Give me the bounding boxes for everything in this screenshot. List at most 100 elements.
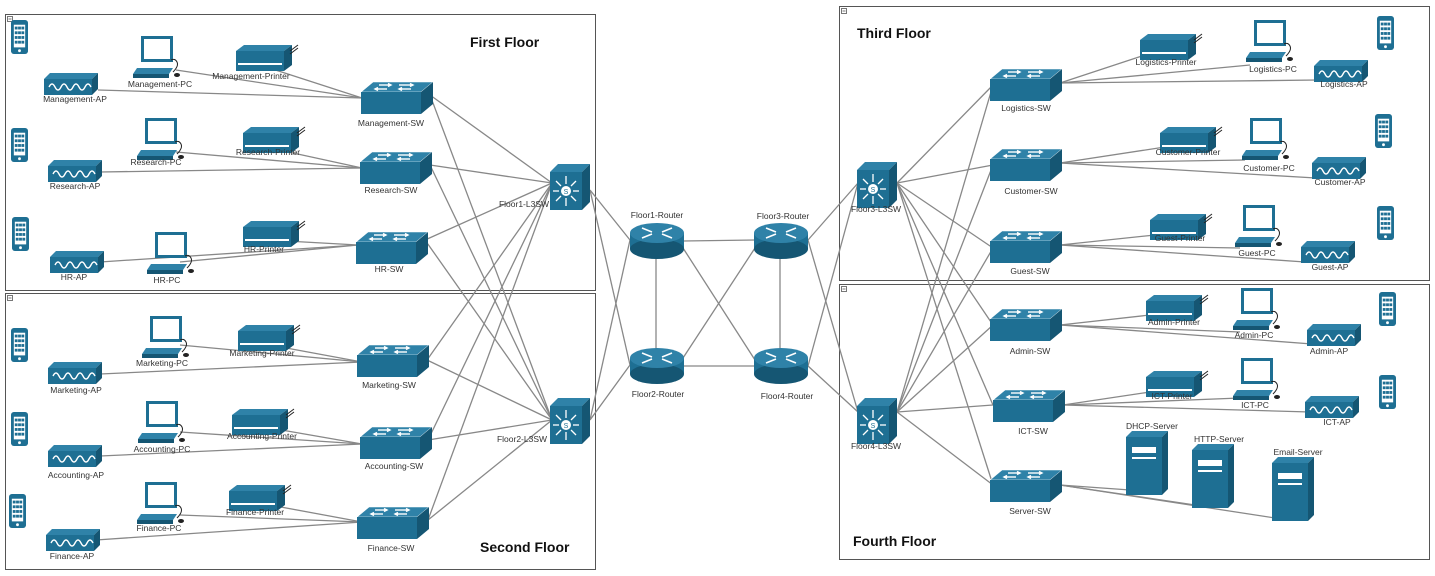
node-finance-pc[interactable]: Finance-PC xyxy=(137,482,185,533)
node-floor2-l3sw[interactable]: Floor2-L3SW xyxy=(497,398,590,444)
node-research-ap[interactable]: Research-AP xyxy=(48,159,102,191)
node-customer-sw[interactable]: Customer-SW xyxy=(990,148,1062,196)
phone-icon[interactable] xyxy=(11,412,28,446)
node-finance-ap[interactable]: Finance-AP xyxy=(46,528,100,561)
node-marketing-pc[interactable]: Marketing-PC xyxy=(136,316,190,368)
node-label: HR-PC xyxy=(154,275,181,285)
access-point-icon xyxy=(1307,323,1361,346)
node-label: Finance-SW xyxy=(368,543,415,553)
node-logistics-pc[interactable]: Logistics-PC xyxy=(1246,20,1297,74)
node-label: Customer-AP xyxy=(1314,177,1365,187)
node-marketing-sw[interactable]: Marketing-SW xyxy=(357,344,429,390)
node-research-printer[interactable]: Research-Printer xyxy=(236,126,306,157)
node-ict-sw[interactable]: ICT-SW xyxy=(993,389,1065,436)
switch-icon xyxy=(361,81,433,114)
phone-icon[interactable] xyxy=(1375,114,1392,148)
node-accounting-pc[interactable]: Accounting-PC xyxy=(134,401,191,454)
phone-icon[interactable] xyxy=(11,128,28,162)
node-label: Floor1-L3SW xyxy=(499,199,549,209)
node-management-sw[interactable]: Management-SW xyxy=(358,81,433,128)
second-floor-title: Second Floor xyxy=(480,539,570,555)
node-floor2-router[interactable]: Floor2-Router xyxy=(630,347,684,399)
node-guest-sw[interactable]: Guest-SW xyxy=(990,230,1062,276)
node-floor3-router[interactable]: Floor3-Router xyxy=(754,211,809,260)
collapse-toggle-third[interactable] xyxy=(841,8,847,14)
node-label: Accounting-SW xyxy=(365,461,424,471)
node-admin-sw[interactable]: Admin-SW xyxy=(990,308,1062,356)
node-ict-printer[interactable]: ICT-Printer xyxy=(1146,370,1209,401)
node-ict-pc[interactable]: ICT-PC xyxy=(1233,358,1281,410)
node-finance-sw[interactable]: Finance-SW xyxy=(357,506,429,553)
phone-icon[interactable] xyxy=(12,217,29,251)
switch-icon xyxy=(360,151,432,184)
node-label: Accounting-Printer xyxy=(227,431,297,441)
node-label: Customer-SW xyxy=(1004,186,1057,196)
node-management-printer[interactable]: Management-Printer xyxy=(212,44,299,81)
node-accounting-ap[interactable]: Accounting-AP xyxy=(48,444,105,480)
node-marketing-ap[interactable]: Marketing-AP xyxy=(48,361,102,395)
server-icon xyxy=(1192,444,1234,508)
l3-switch-icon xyxy=(550,164,590,210)
phone-icon[interactable] xyxy=(1379,292,1396,326)
node-accounting-printer[interactable]: Accounting-Printer xyxy=(227,408,297,441)
access-point-icon xyxy=(48,361,102,384)
node-customer-printer[interactable]: Customer-Printer xyxy=(1156,126,1223,157)
node-email-server[interactable]: Email-Server xyxy=(1272,447,1323,521)
node-server-sw[interactable]: Server-SW xyxy=(990,469,1062,516)
pc-icon xyxy=(1235,205,1283,248)
node-customer-pc[interactable]: Customer-PC xyxy=(1242,118,1295,173)
node-guest-printer[interactable]: Guest-Printer xyxy=(1150,213,1213,243)
server-icon xyxy=(1272,457,1314,521)
node-research-pc[interactable]: Research-PC xyxy=(130,118,185,167)
switch-icon xyxy=(356,231,428,264)
node-floor4-router[interactable]: Floor4-Router xyxy=(754,347,814,401)
phone-icon[interactable] xyxy=(11,20,28,54)
node-label: ICT-SW xyxy=(1018,426,1048,436)
collapse-toggle-second[interactable] xyxy=(7,295,13,301)
pc-icon xyxy=(1242,118,1290,161)
node-customer-ap[interactable]: Customer-AP xyxy=(1312,156,1366,187)
router-icon xyxy=(630,347,684,385)
node-finance-printer[interactable]: Finance-Printer xyxy=(226,484,292,517)
phone-icon[interactable] xyxy=(1377,16,1394,50)
node-hr-ap[interactable]: HR-AP xyxy=(50,250,104,282)
node-label: Admin-Printer xyxy=(1148,317,1200,327)
node-floor1-l3sw[interactable]: Floor1-L3SW xyxy=(499,164,590,210)
switch-icon xyxy=(993,389,1065,422)
node-logistics-sw[interactable]: Logistics-SW xyxy=(990,68,1062,113)
links xyxy=(95,54,1319,541)
node-admin-printer[interactable]: Admin-Printer xyxy=(1146,294,1209,327)
node-ict-ap[interactable]: ICT-AP xyxy=(1305,395,1359,427)
node-admin-pc[interactable]: Admin-PC xyxy=(1233,288,1281,340)
collapse-toggle-fourth[interactable] xyxy=(841,286,847,292)
node-logistics-printer[interactable]: Logistics-Printer xyxy=(1136,33,1203,67)
node-logistics-ap[interactable]: Logistics-AP xyxy=(1314,59,1368,89)
node-dhcp-server[interactable]: DHCP-Server xyxy=(1126,421,1178,495)
node-admin-ap[interactable]: Admin-AP xyxy=(1307,323,1361,356)
node-accounting-sw[interactable]: Accounting-SW xyxy=(360,426,432,471)
phone-icon[interactable] xyxy=(1377,206,1394,240)
node-hr-pc[interactable]: HR-PC xyxy=(147,232,195,285)
node-label: Accounting-AP xyxy=(48,470,105,480)
node-research-sw[interactable]: Research-SW xyxy=(360,151,432,195)
node-guest-pc[interactable]: Guest-PC xyxy=(1235,205,1283,258)
phone-icon[interactable] xyxy=(9,494,26,528)
node-hr-printer[interactable]: HR-Printer xyxy=(243,220,306,254)
phone-icon[interactable] xyxy=(1379,375,1396,409)
node-hr-sw[interactable]: HR-SW xyxy=(356,231,428,274)
node-management-pc[interactable]: Management-PC xyxy=(128,36,192,89)
collapse-toggle-first[interactable] xyxy=(7,16,13,22)
node-floor4-l3sw[interactable]: Floor4-L3SW xyxy=(851,398,901,451)
node-label: Marketing-PC xyxy=(136,358,188,368)
node-guest-ap[interactable]: Guest-AP xyxy=(1301,240,1355,272)
node-label: Floor4-Router xyxy=(761,391,814,401)
node-management-ap[interactable]: Management-AP xyxy=(43,72,107,104)
phone-icon[interactable] xyxy=(11,328,28,362)
node-floor3-l3sw[interactable]: Floor3-L3SW xyxy=(851,162,901,214)
node-floor1-router[interactable]: Floor1-Router xyxy=(630,210,684,260)
node-label: Logistics-AP xyxy=(1320,79,1368,89)
node-marketing-printer[interactable]: Marketing-Printer xyxy=(229,324,301,358)
node-label: Research-Printer xyxy=(236,147,300,157)
node-http-server[interactable]: HTTP-Server xyxy=(1192,434,1244,508)
node-label: Guest-AP xyxy=(1312,262,1349,272)
